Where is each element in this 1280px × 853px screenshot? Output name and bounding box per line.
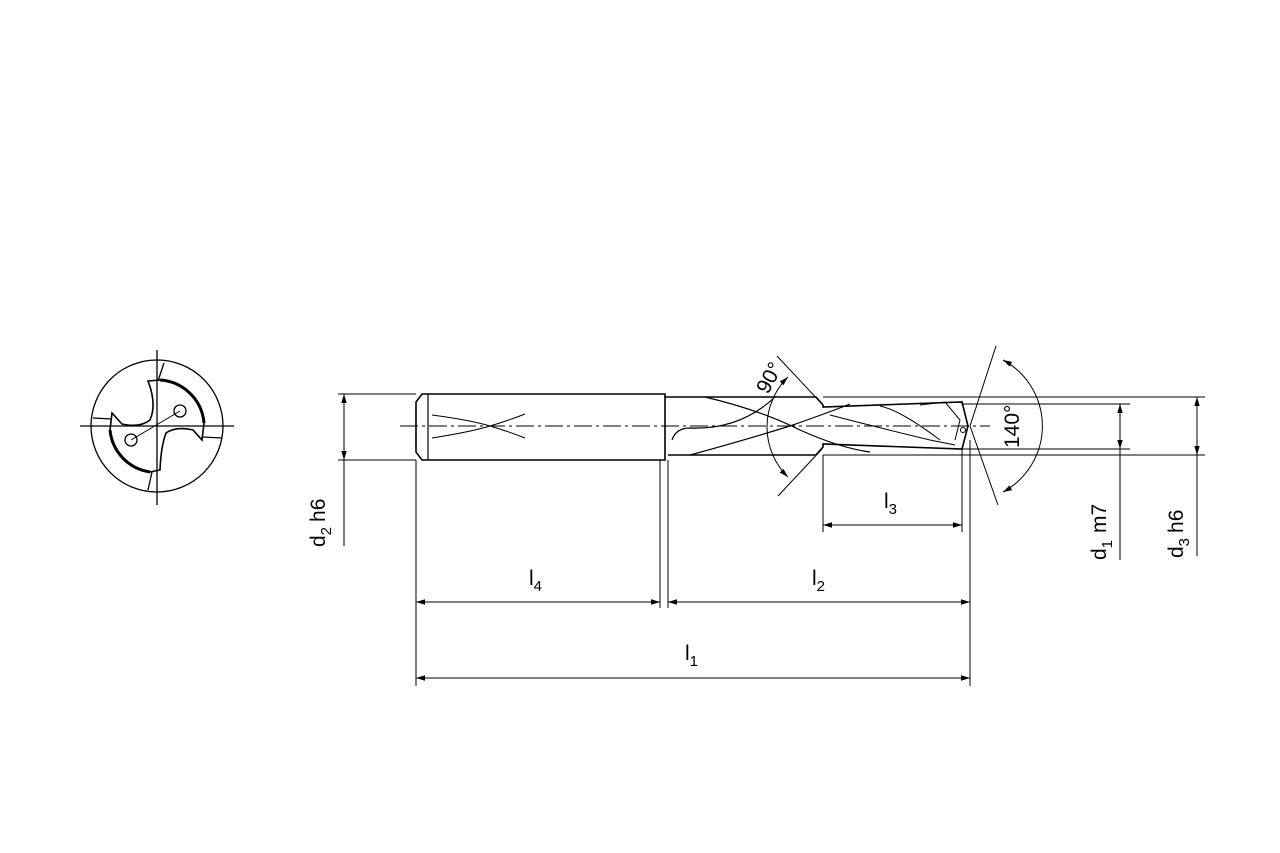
label-angle-140: 140° bbox=[1001, 405, 1024, 448]
label-l4: l4 bbox=[529, 567, 542, 595]
end-view bbox=[80, 350, 234, 505]
label-d2: d2h6 bbox=[307, 499, 335, 547]
label-l3: l3 bbox=[884, 490, 897, 518]
dimension-lines bbox=[338, 345, 1205, 686]
drill-side-view bbox=[400, 393, 990, 461]
label-d1: d1m7 bbox=[1088, 504, 1116, 560]
label-angle-90: 90° bbox=[752, 359, 787, 398]
dimension-labels: d2h6 d1m7 d3h6 l3 l4 l2 l1 90° 140° bbox=[307, 359, 1193, 670]
label-l1: l1 bbox=[685, 642, 698, 670]
label-l2: l2 bbox=[812, 567, 825, 595]
label-d3: d3h6 bbox=[1165, 510, 1193, 558]
